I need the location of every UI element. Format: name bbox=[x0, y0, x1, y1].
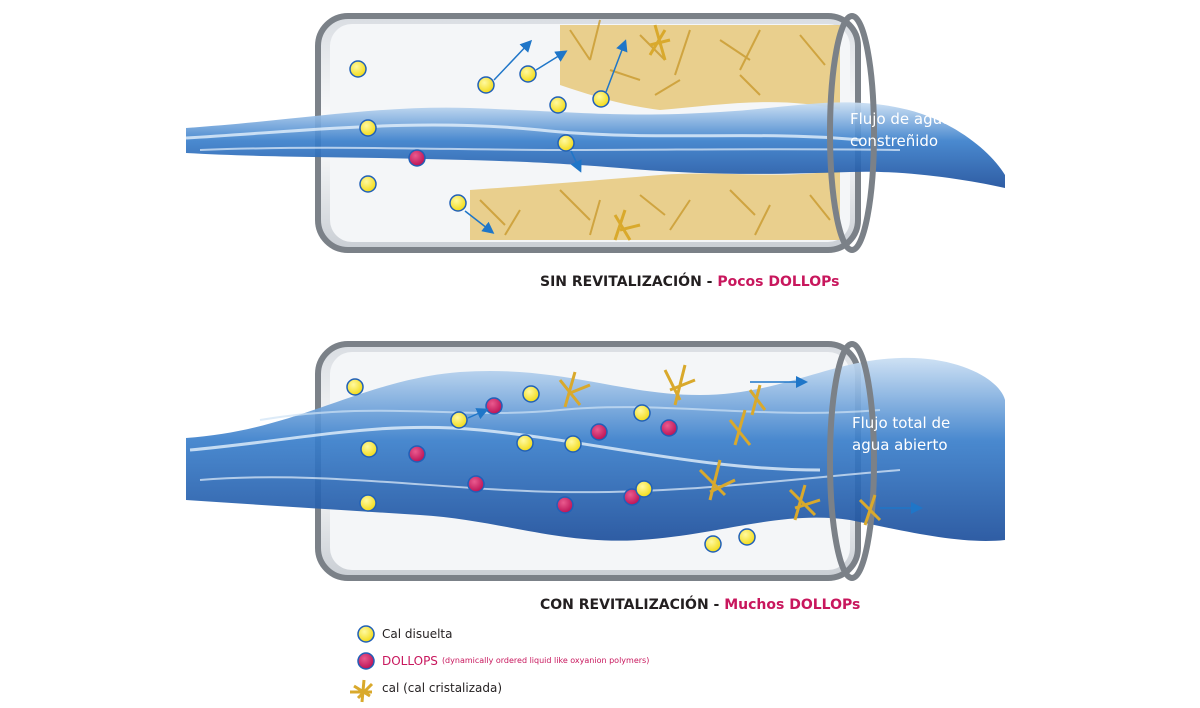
dissolved-lime-dot bbox=[450, 411, 468, 429]
top-scale-deposits bbox=[470, 19, 840, 241]
bottom-caption-sep: - bbox=[708, 597, 725, 613]
dissolved-lime-dot bbox=[635, 480, 653, 498]
legend-label: Cal disuelta bbox=[382, 626, 453, 641]
dissolved-lime-dot bbox=[516, 434, 534, 452]
bottom-flow-label-line1: Flujo total de bbox=[852, 414, 951, 432]
dissolved-lime-dot bbox=[477, 76, 495, 94]
legend-label: DOLLOPS bbox=[382, 653, 438, 668]
dollop-dot bbox=[623, 488, 641, 506]
dollop-dot bbox=[408, 149, 426, 167]
top-caption-accent: Pocos DOLLOPs bbox=[717, 274, 840, 290]
dollop-dot bbox=[590, 423, 608, 441]
dollop-dot bbox=[556, 496, 574, 514]
dissolved-lime-dot bbox=[519, 65, 537, 83]
top-water-stream bbox=[186, 102, 1005, 188]
dissolved-lime-dot bbox=[704, 535, 722, 553]
bottom-arrows bbox=[467, 376, 923, 514]
top-caption-sep: - bbox=[701, 274, 718, 290]
bottom-scale-flakes bbox=[558, 364, 882, 526]
dollop-dot bbox=[467, 475, 485, 493]
dissolved-lime-dot bbox=[564, 435, 582, 453]
bottom-flow-label: Flujo total de agua abierto bbox=[852, 412, 950, 456]
bottom-dots bbox=[346, 378, 756, 553]
dissolved-lime-dot bbox=[633, 404, 651, 422]
dissolved-lime-dot bbox=[449, 194, 467, 212]
dissolved-lime-dot bbox=[738, 528, 756, 546]
top-arrows bbox=[464, 39, 628, 234]
legend-yellow-dot-icon bbox=[357, 625, 375, 643]
dissolved-lime-dot bbox=[522, 385, 540, 403]
top-caption: SIN REVITALIZACIÓN - Pocos DOLLOPs bbox=[540, 274, 839, 290]
legend-item-scale: cal (cal cristalizada) bbox=[350, 674, 649, 701]
bottom-caption: CON REVITALIZACIÓN - Muchos DOLLOPs bbox=[540, 597, 860, 613]
bottom-flow-label-line2: agua abierto bbox=[852, 436, 948, 454]
top-flow-label-line1: Flujo de agua bbox=[850, 110, 952, 128]
legend-label: cal (cal cristalizada) bbox=[382, 680, 503, 695]
legend-scale-crystal-icon bbox=[350, 679, 374, 703]
dissolved-lime-dot bbox=[349, 60, 367, 78]
dissolved-lime-dot bbox=[359, 175, 377, 193]
dissolved-lime-dot bbox=[549, 96, 567, 114]
bottom-caption-accent: Muchos DOLLOPs bbox=[724, 597, 861, 613]
legend-pink-dot-icon bbox=[357, 652, 375, 670]
legend-note: (dynamically ordered liquid like oxyanio… bbox=[441, 656, 650, 665]
dissolved-lime-dot bbox=[557, 134, 575, 152]
legend-item-dollops: DOLLOPS (dynamically ordered liquid like… bbox=[350, 647, 649, 674]
bottom-caption-main: CON REVITALIZACIÓN bbox=[540, 597, 709, 613]
dissolved-lime-dot bbox=[346, 378, 364, 396]
scale-crystal-icon bbox=[613, 24, 671, 241]
bottom-pipe-panel bbox=[186, 341, 1005, 581]
legend-symbols bbox=[350, 625, 375, 703]
top-flow-label: Flujo de agua constreñido bbox=[850, 108, 951, 152]
top-flow-label-line2: constreñido bbox=[850, 132, 939, 150]
dollop-dot bbox=[408, 445, 426, 463]
dollop-dot bbox=[660, 419, 678, 437]
dissolved-lime-dot bbox=[359, 119, 377, 137]
top-dots bbox=[349, 60, 610, 212]
bottom-water-stream bbox=[186, 357, 1005, 541]
legend: Cal disuelta DOLLOPS (dynamically ordere… bbox=[350, 620, 649, 701]
legend-item-dissolved-lime: Cal disuelta bbox=[350, 620, 649, 647]
top-caption-main: SIN REVITALIZACIÓN bbox=[540, 274, 702, 290]
dissolved-lime-dot bbox=[360, 440, 378, 458]
top-pipe-panel bbox=[185, 13, 1005, 253]
dissolved-lime-dot bbox=[592, 90, 610, 108]
dissolved-lime-dot bbox=[359, 494, 377, 512]
dollop-dot bbox=[485, 397, 503, 415]
